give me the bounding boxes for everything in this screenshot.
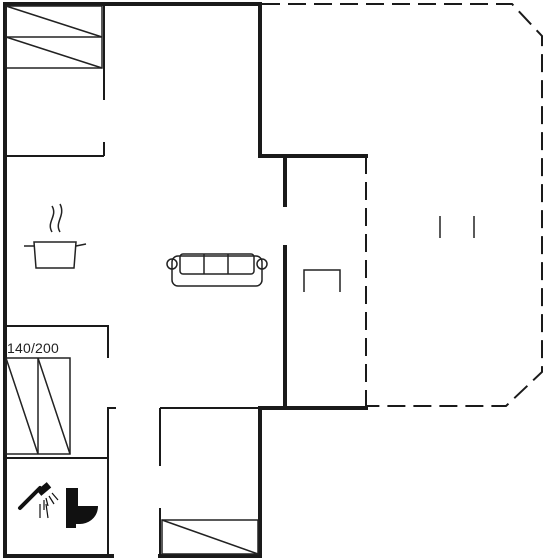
outer-wall (3, 2, 368, 158)
shower-icon (18, 482, 59, 519)
walls (3, 2, 368, 558)
terrace-outline (262, 3, 543, 407)
double-bed-icon (5, 357, 71, 455)
cooking-pot-icon (24, 203, 87, 269)
outer-wall-bottom-right (158, 406, 368, 558)
bed-icon-lower (161, 519, 259, 555)
sofa-icon (166, 253, 268, 287)
outer-wall-left (3, 2, 114, 558)
terrace-markers (439, 216, 475, 238)
bedroom-bottom-wall (5, 325, 109, 358)
table-icon (303, 269, 341, 292)
bed-size-label: 140/200 (7, 340, 60, 356)
toilet-icon (66, 488, 98, 528)
bed-icon (5, 5, 103, 69)
interior-walls (5, 4, 260, 556)
